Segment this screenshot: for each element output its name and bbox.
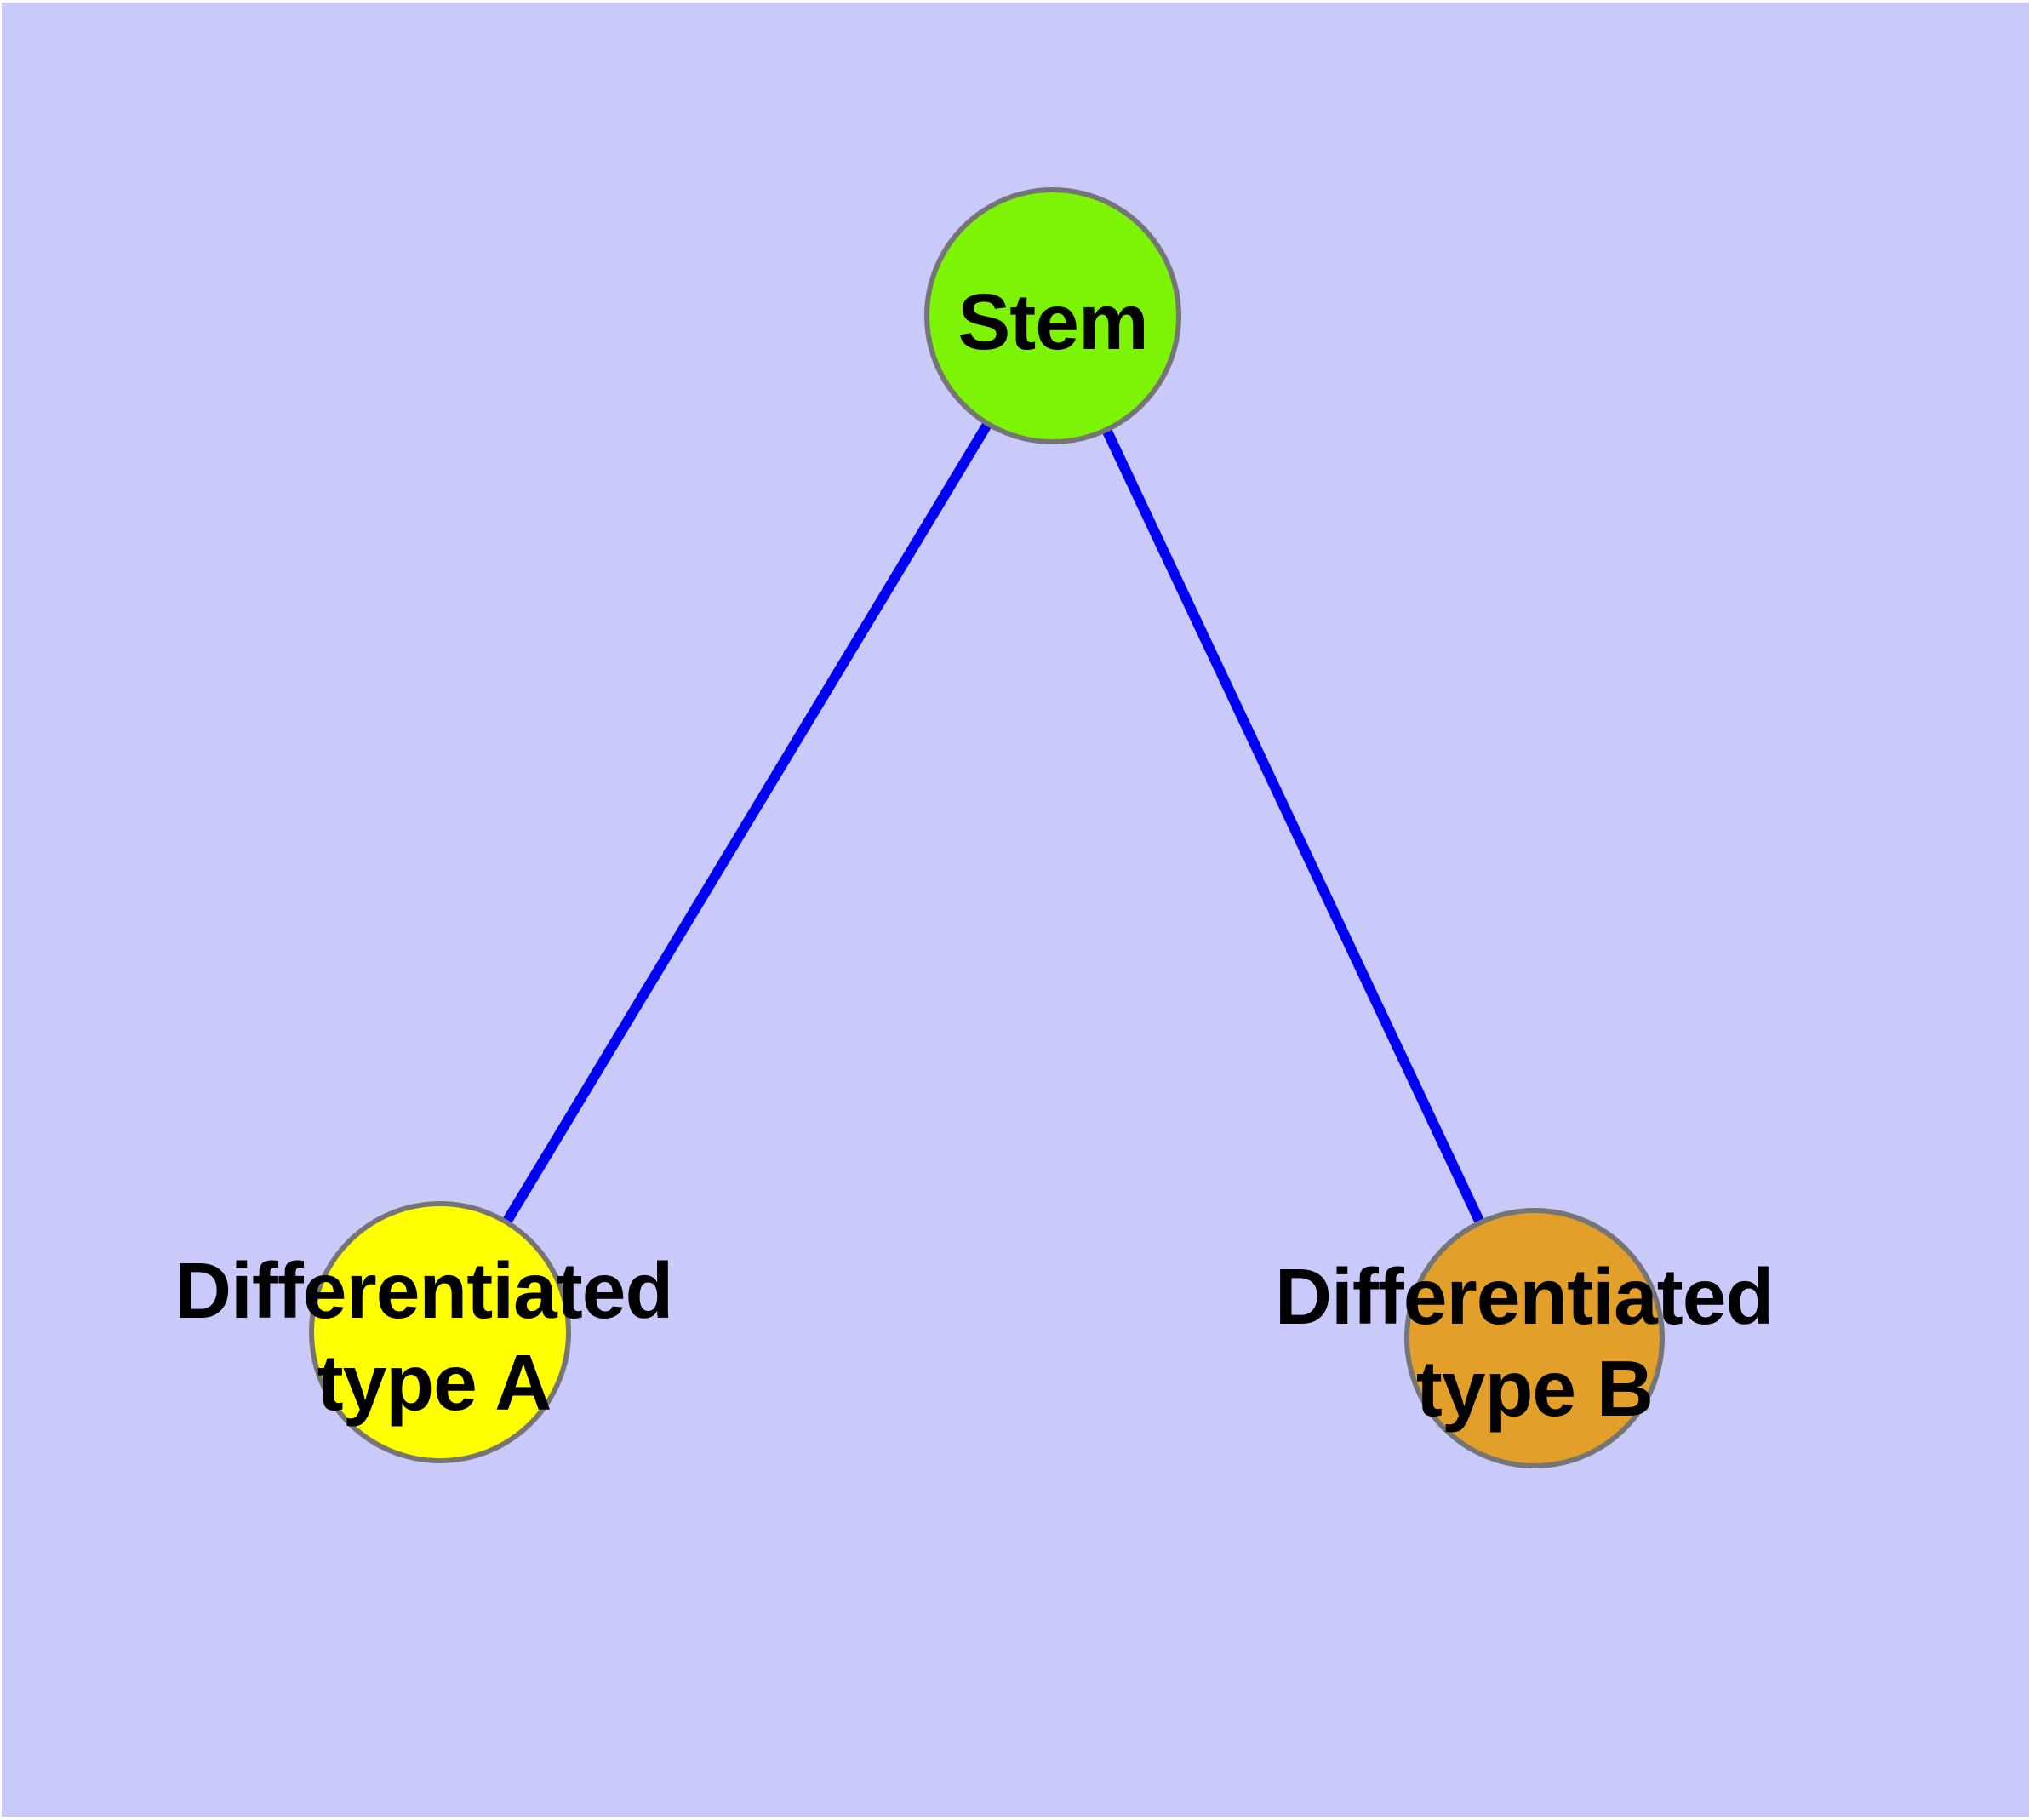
node-type-b-label: Differentiated type B [1275, 1252, 1794, 1433]
node-stem-label: Stem [957, 278, 1147, 366]
edge-stem-to-type-b [1048, 313, 1540, 1341]
node-type-a-label: Differentiated type A [174, 1246, 694, 1427]
node-differentiated-type-a [309, 1201, 571, 1463]
node-type-b-label-line2: type B [1416, 1344, 1653, 1433]
node-type-b-label-line1: Differentiated [1275, 1252, 1773, 1341]
node-type-a-label-line2: type A [317, 1338, 552, 1427]
edge-stem-to-type-a [435, 312, 1058, 1336]
node-stem [924, 187, 1181, 444]
node-type-a-label-line1: Differentiated [174, 1246, 672, 1335]
node-differentiated-type-b [1404, 1208, 1665, 1468]
